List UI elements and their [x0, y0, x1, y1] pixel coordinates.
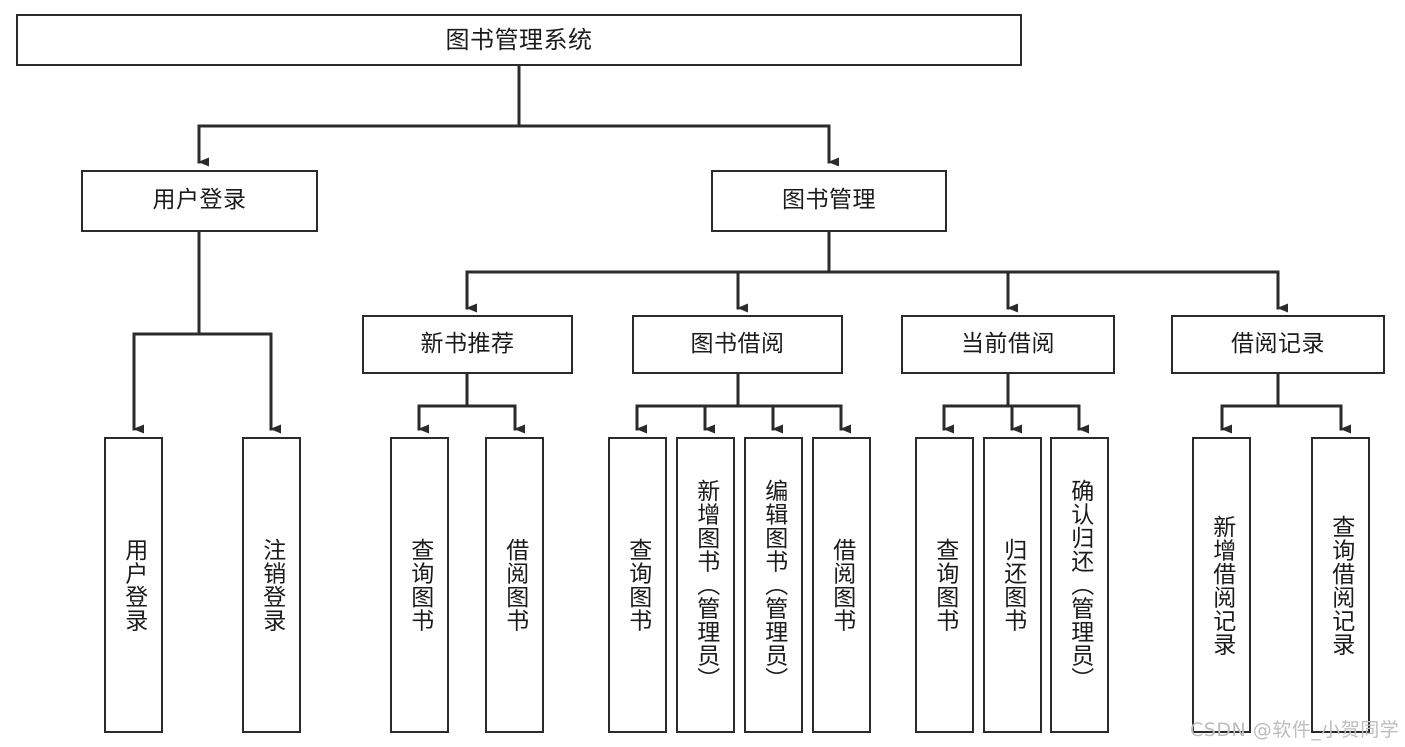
node-leaf-return-book[interactable]: 归还图书: [983, 437, 1042, 733]
node-leaf-edit-book[interactable]: 编辑图书（管理员）: [744, 437, 803, 733]
node-book-borrow[interactable]: 图书借阅: [632, 315, 843, 374]
node-leaf-query-book-3[interactable]: 查询图书: [915, 437, 974, 733]
node-leaf-query-record[interactable]: 查询借阅记录: [1311, 437, 1370, 733]
node-leaf-borrow-book-2[interactable]: 借阅图书: [812, 437, 871, 733]
node-user-login[interactable]: 用户登录: [81, 170, 318, 232]
node-leaf-borrow-book-1[interactable]: 借阅图书: [485, 437, 544, 733]
node-borrow-record[interactable]: 借阅记录: [1171, 315, 1385, 374]
node-leaf-user-logout[interactable]: 注销登录: [242, 437, 301, 733]
node-new-book-recommend[interactable]: 新书推荐: [362, 315, 573, 374]
node-leaf-user-login[interactable]: 用户登录: [104, 437, 163, 733]
node-book-management[interactable]: 图书管理: [711, 170, 947, 232]
node-current-borrow[interactable]: 当前借阅: [901, 315, 1115, 374]
node-leaf-query-book-2[interactable]: 查询图书: [608, 437, 667, 733]
node-leaf-add-record[interactable]: 新增借阅记录: [1192, 437, 1251, 733]
node-leaf-query-book-1[interactable]: 查询图书: [390, 437, 449, 733]
node-leaf-confirm-return[interactable]: 确认归还（管理员）: [1050, 437, 1109, 733]
node-leaf-add-book[interactable]: 新增图书（管理员）: [676, 437, 735, 733]
node-root[interactable]: 图书管理系统: [16, 14, 1022, 66]
